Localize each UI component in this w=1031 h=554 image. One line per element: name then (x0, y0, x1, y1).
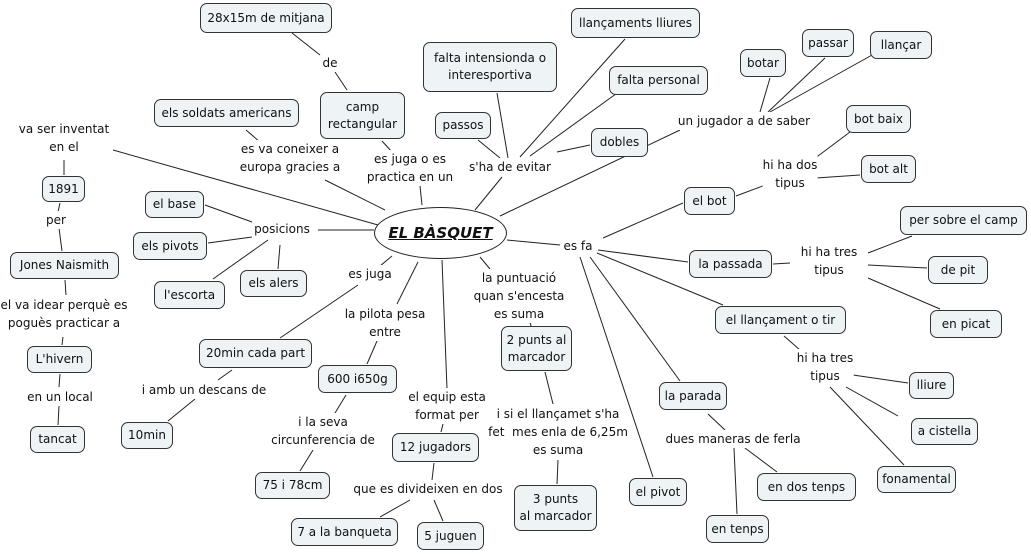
node-falta-personal[interactable]: falta personal (609, 66, 708, 95)
link-label-descans: i amb un descans de (141, 381, 267, 399)
node-fonamental[interactable]: fonamental (877, 466, 956, 493)
node-passar[interactable]: passar (802, 29, 854, 57)
node-la-passada[interactable]: la passada (689, 250, 772, 278)
node-12-jugadors[interactable]: 12 jugadors (392, 433, 479, 462)
node-lescorta[interactable]: l'escorta (154, 281, 225, 309)
node-lhivern[interactable]: L'hivern (27, 346, 92, 373)
node-la-parada[interactable]: la parada (659, 382, 727, 410)
node-els-pivots[interactable]: els pivots (133, 232, 207, 260)
node-3-punts[interactable]: 3 punts al marcador (514, 485, 597, 531)
link-label-jugador: un jugador a de saber (677, 112, 811, 130)
link-label-equip: el equip esta format per (408, 388, 486, 424)
node-a-cistella[interactable]: a cistella (911, 418, 978, 445)
link-label-posicions: posicions (254, 220, 310, 238)
link-label-circumferencia: i la seva circunferencia de (271, 413, 375, 449)
node-5-juguen[interactable]: 5 juguen (417, 522, 484, 550)
link-label-puntuacio: la puntuació quan s'encesta es suma (473, 269, 565, 323)
link-label-coneixer: es va coneixer a europa gracies a (239, 140, 341, 176)
node-bot-alt[interactable]: bot alt (861, 155, 916, 183)
link-label-idear: el va idear perquè es poguès practicar a (0, 296, 128, 332)
link-label-es-fa: es fa (563, 237, 593, 255)
node-llancar[interactable]: llançar (870, 31, 932, 59)
node-en-tenps[interactable]: en tenps (706, 515, 769, 543)
node-2-punts[interactable]: 2 punts al marcador (501, 326, 572, 371)
central-concept-el-basquet[interactable]: EL BÀSQUET (374, 207, 507, 259)
node-els-alers[interactable]: els alers (240, 270, 307, 297)
link-label-evitar: s'ha de evitar (469, 158, 551, 176)
link-label-pilota: la pilota pesa entre (344, 305, 426, 341)
node-llancament-o-tir[interactable]: el llançament o tir (715, 306, 846, 334)
node-botar[interactable]: botar (740, 49, 786, 77)
node-el-pivot[interactable]: el pivot (629, 478, 687, 506)
link-label-si-llancament: i si el llançamet s'ha fet mes enla de 6… (488, 405, 628, 459)
link-label-inventat: va ser inventat en el (18, 120, 110, 156)
node-1891[interactable]: 1891 (42, 176, 85, 202)
link-label-dos-tipus: hi ha dos tipus (762, 156, 818, 192)
link-label-dues-maneres: dues maneras de ferla (665, 430, 801, 448)
link-label-es-juga-o-es: es juga o es practica en un (366, 150, 454, 186)
node-jones-naismith[interactable]: Jones Naismith (10, 252, 119, 279)
node-600-650g[interactable]: 600 i650g (318, 365, 397, 393)
link-label-per: per (46, 211, 66, 229)
link-label-de: de (322, 54, 338, 72)
node-falta-intensionada[interactable]: falta intensionda o interesportiva (423, 42, 557, 92)
node-soldats-americans[interactable]: els soldats americans (154, 99, 299, 127)
node-28x15m[interactable]: 28x15m de mitjana (200, 3, 332, 33)
node-per-sobre-el-camp[interactable]: per sobre el camp (900, 206, 1027, 235)
link-label-divideixen: que es divideixen en dos (353, 480, 503, 498)
node-10min[interactable]: 10min (121, 422, 173, 449)
node-dobles[interactable]: dobles (591, 128, 648, 157)
node-camp-rectangular[interactable]: camp rectangular (320, 92, 405, 139)
link-label-es-juga: es juga (348, 265, 392, 283)
link-label-local: en un local (27, 388, 93, 406)
node-75-78cm[interactable]: 75 i 78cm (255, 472, 330, 499)
link-label-tres-tipus-passada: hi ha tres tipus (800, 243, 858, 279)
node-de-pit[interactable]: de pit (928, 256, 988, 284)
node-tancat[interactable]: tancat (30, 426, 85, 453)
node-el-bot[interactable]: el bot (684, 187, 735, 215)
node-20min-cada-part[interactable]: 20min cada part (199, 339, 312, 368)
node-lliure[interactable]: lliure (909, 372, 954, 399)
node-llancaments-lliures[interactable]: llançaments lliures (571, 8, 700, 38)
node-en-picat[interactable]: en picat (930, 310, 1002, 338)
link-label-tres-tipus-llancament: hi ha tres tipus (796, 349, 854, 385)
node-passos[interactable]: passos (435, 112, 491, 139)
node-bot-baix[interactable]: bot baix (846, 105, 911, 133)
node-en-dos-tenps[interactable]: en dos tenps (757, 473, 856, 501)
node-el-base[interactable]: el base (145, 191, 204, 218)
node-7-banqueta[interactable]: 7 a la banqueta (291, 518, 398, 546)
